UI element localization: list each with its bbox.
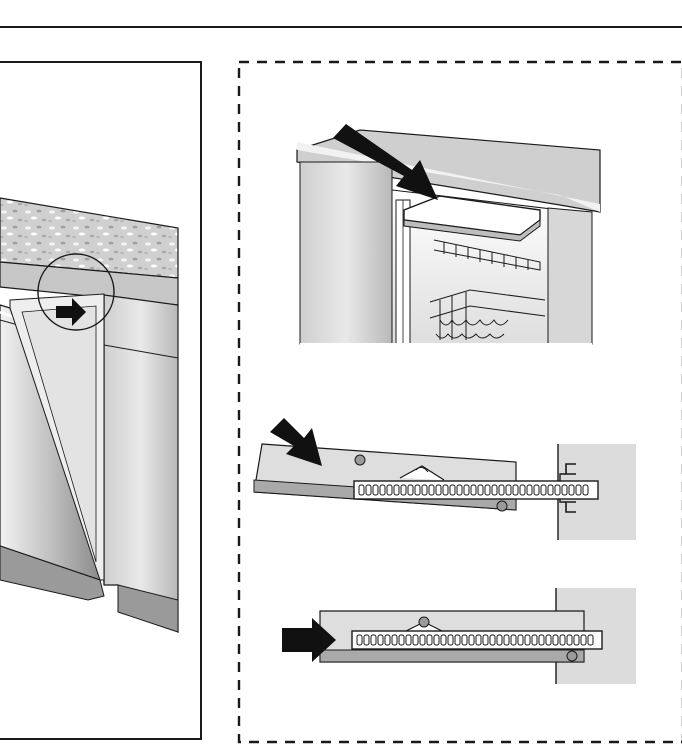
bracket-flat-detail [282,588,636,684]
strip-slots-flat [356,634,594,646]
detail-panel-border [237,60,682,744]
countertop-bracket-detail [296,124,601,345]
side-cabinet [103,294,179,634]
strip-slots [358,484,589,496]
cabinet-plinth [117,584,179,633]
lower-rack [429,289,546,340]
door-plinth [0,545,105,601]
left-panel-border [0,61,202,740]
bracket-tilted-detail [253,418,636,540]
push-arrow-icon [333,124,438,200]
push-arrow-icon [282,618,336,662]
upper-rack [433,239,541,271]
dishwasher-overview-panel [0,28,210,752]
push-arrow-icon [56,298,86,326]
detail-highlight-circle [37,253,115,331]
push-arrow-icon [270,418,322,466]
